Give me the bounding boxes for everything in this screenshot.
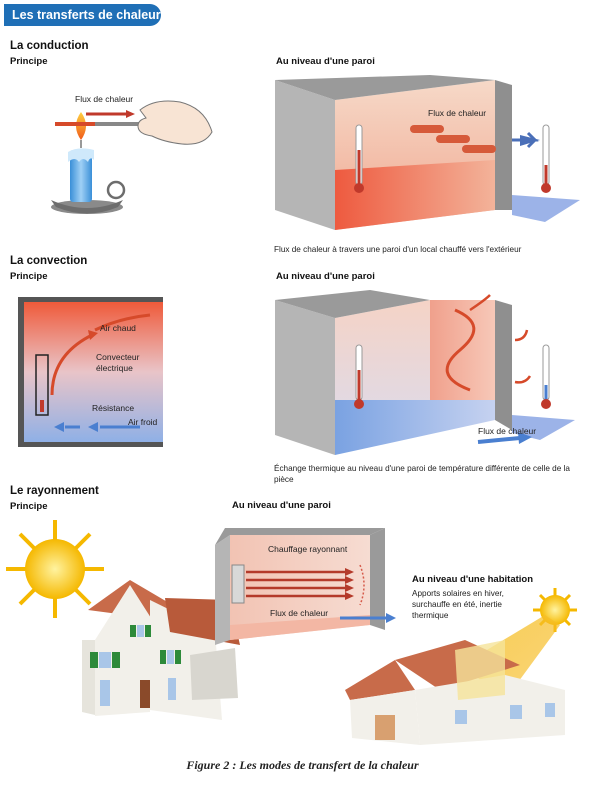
rayonnement-principle-illustration bbox=[6, 520, 240, 720]
conduction-principle-label: Principe bbox=[10, 56, 48, 67]
convection-convector-label: Convecteur électrique bbox=[96, 352, 140, 373]
conduction-flux-label: Flux de chaleur bbox=[75, 94, 134, 104]
convection-wall-flux-label: Flux de chaleur bbox=[478, 426, 537, 436]
figure-caption: Figure 2 : Les modes de transfert de la … bbox=[186, 758, 419, 772]
convection-cold-air-label: Air froid bbox=[128, 417, 158, 427]
conduction-wall-heading: Au niveau d'une paroi bbox=[276, 56, 375, 67]
convection-heading: La convection bbox=[10, 255, 88, 267]
convection-wall-illustration bbox=[275, 290, 575, 455]
habitation-illustration bbox=[345, 588, 577, 745]
conduction-wall-flux-label: Flux de chaleur bbox=[428, 108, 487, 118]
conduction-principle-illustration bbox=[51, 100, 213, 214]
habitation-heading: Au niveau d'une habitation bbox=[412, 574, 534, 585]
convection-resistance-label: Résistance bbox=[92, 403, 135, 413]
rayonnement-wall-illustration bbox=[215, 528, 396, 645]
conduction-wall-illustration bbox=[275, 75, 580, 230]
habitation-caption: Apports solaires en hiver, surchauffe en… bbox=[412, 589, 504, 620]
radiant-heating-label: Chauffage rayonnant bbox=[268, 544, 348, 554]
section-title-tab: Les transferts de chaleur bbox=[4, 4, 161, 26]
convection-hot-air-label: Air chaud bbox=[100, 323, 136, 333]
rayonnement-wall-heading: Au niveau d'une paroi bbox=[232, 500, 331, 511]
conduction-heading: La conduction bbox=[10, 40, 89, 52]
convection-wall-heading: Au niveau d'une paroi bbox=[276, 271, 375, 282]
rayonnement-heading: Le rayonnement bbox=[10, 485, 99, 497]
rayonnement-principle-label: Principe bbox=[10, 501, 48, 512]
convection-caption: Échange thermique au niveau d'une paroi … bbox=[274, 464, 570, 484]
convection-principle-illustration bbox=[18, 297, 163, 447]
convection-principle-label: Principe bbox=[10, 271, 48, 282]
rayonnement-flux-label: Flux de chaleur bbox=[270, 608, 329, 618]
conduction-caption: Flux de chaleur à travers une paroi d'un… bbox=[274, 245, 522, 254]
